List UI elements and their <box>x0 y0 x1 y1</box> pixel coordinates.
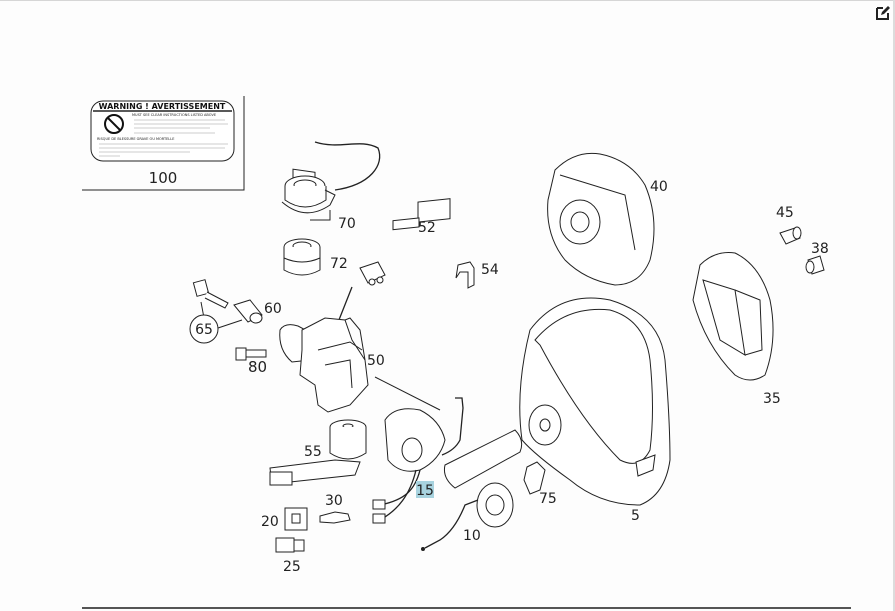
part-label-60: 60 <box>264 301 282 317</box>
part-label-50: 50 <box>367 353 385 369</box>
part-20[interactable]: 20 <box>261 507 308 531</box>
part-label-20: 20 <box>261 514 279 530</box>
bottom-divider <box>82 607 851 609</box>
part-65[interactable]: 65 <box>189 279 243 344</box>
part-label-75: 75 <box>539 491 557 507</box>
part-label-80: 80 <box>248 358 267 376</box>
part-50[interactable]: 50 <box>279 317 441 413</box>
edit-icon <box>876 6 890 20</box>
part-45[interactable]: 45 <box>776 205 802 245</box>
part-40[interactable]: 40 <box>547 152 668 286</box>
warning-line-1: MUST SEE CLEAR INSTRUCTIONS LISTED ABOVE <box>132 113 216 117</box>
part-label-70: 70 <box>338 216 356 232</box>
part-label-54: 54 <box>481 262 499 278</box>
part-label-15: 15 <box>416 483 434 499</box>
warning-title: WARNING ! AVERTISSEMENT <box>99 102 226 111</box>
part-label-5: 5 <box>631 508 640 524</box>
part-100-warning-label[interactable]: WARNING ! AVERTISSEMENT MUST SEE CLEAR I… <box>82 96 245 191</box>
part-25[interactable]: 25 <box>275 537 305 575</box>
highlight-15 <box>416 481 434 498</box>
part-70[interactable]: 70 <box>281 141 381 232</box>
part-72[interactable]: 72 <box>283 238 348 276</box>
part-10[interactable]: 10 <box>421 482 514 551</box>
part-35[interactable]: 35 <box>692 252 781 408</box>
part-75[interactable]: 75 <box>523 461 557 507</box>
part-80[interactable]: 80 <box>235 347 267 376</box>
part-label-100: 100 <box>149 169 178 187</box>
part-52[interactable]: 52 <box>359 198 451 286</box>
part-label-45: 45 <box>776 205 794 221</box>
part-55[interactable]: 55 <box>269 419 367 486</box>
part-label-25: 25 <box>283 559 301 575</box>
part-30[interactable]: 30 <box>319 493 351 524</box>
warning-line-2: RISQUE DE BLESSURE GRAVE OU MORTELLE <box>97 137 174 141</box>
edit-button[interactable] <box>874 4 892 22</box>
part-label-35: 35 <box>763 391 781 407</box>
part-label-38: 38 <box>811 241 829 257</box>
part-label-30: 30 <box>325 493 343 509</box>
part-15[interactable]: 15 <box>372 397 464 524</box>
part-label-55: 55 <box>304 444 322 460</box>
part-label-72: 72 <box>330 256 348 272</box>
steering-shaft[interactable] <box>444 429 523 489</box>
part-60[interactable]: 60 <box>233 299 282 324</box>
part-54[interactable]: 54 <box>455 261 499 289</box>
part-label-40: 40 <box>650 179 668 195</box>
part-38[interactable]: 38 <box>805 241 829 275</box>
top-border <box>0 0 895 1</box>
part-label-65: 65 <box>195 322 213 338</box>
part-label-52: 52 <box>418 220 436 236</box>
scrollbar-track[interactable] <box>893 0 895 611</box>
part-label-10: 10 <box>463 528 481 544</box>
part-5[interactable]: 5 <box>519 297 671 524</box>
